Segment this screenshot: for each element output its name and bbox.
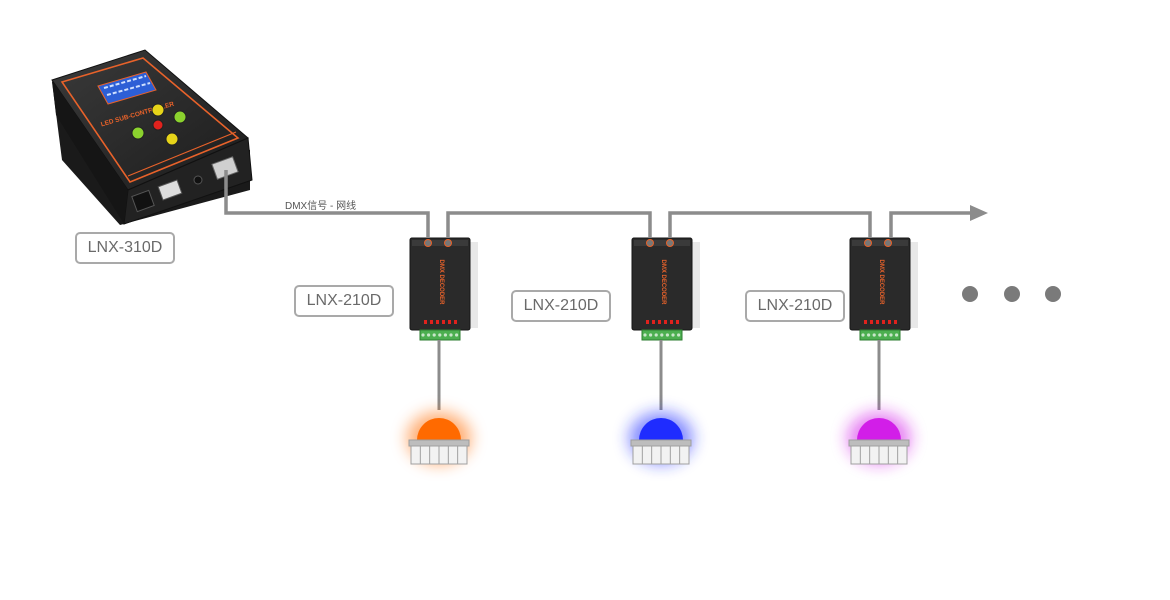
decoder-2-model-label: LNX-210D [511, 290, 611, 322]
decoder-1-body-text: DMX DECODER [438, 259, 444, 305]
decoder-2-device: DMX DECODER [631, 237, 700, 410]
decoder-1-model-label: LNX-210D [294, 285, 394, 317]
controller-model-label: LNX-310D [75, 232, 175, 264]
controller-power-port [131, 189, 155, 213]
decoder-1-dmx-out-port [444, 239, 452, 247]
controller-button-top [151, 103, 165, 117]
controller-audio-port [193, 175, 203, 185]
decoder-1-device: DMX DECODER [409, 237, 478, 410]
decoder-chain: DMX DECODER DMX DECODER DMX DECODER [407, 237, 918, 465]
decoder-2-body-text: DMX DECODER [660, 259, 666, 305]
controller-button-right [173, 110, 187, 124]
decoder-3-device: DMX DECODER [849, 237, 918, 410]
controller-lcd-screen [97, 71, 157, 105]
decoder-2-led-light [629, 412, 693, 465]
decoder-1-dmx-in-port [424, 239, 432, 247]
controller-usb-port [157, 179, 183, 201]
led-sub-controller-device: LED SUB-CONTROLLER [51, 49, 253, 225]
decoder-3-dmx-out-port [884, 239, 892, 247]
link-arrow-head [970, 205, 988, 221]
dmx-link-label: DMX信号 - 网线 [285, 201, 357, 212]
decoder-3-led-light [847, 412, 911, 465]
decoder-1-led-light [407, 412, 471, 465]
dmx-link-cable [224, 170, 988, 237]
continuation-ellipsis-icon [962, 286, 1061, 302]
decoder-3-body-text: DMX DECODER [878, 259, 884, 305]
decoder-3-dmx-in-port [864, 239, 872, 247]
controller-button-bottom [165, 132, 179, 146]
decoder-2-dmx-out-port [666, 239, 674, 247]
decoder-3-model-label: LNX-210D [745, 290, 845, 322]
controller-button-center [152, 119, 164, 131]
controller-button-left [131, 126, 145, 140]
decoder-2-dmx-in-port [646, 239, 654, 247]
